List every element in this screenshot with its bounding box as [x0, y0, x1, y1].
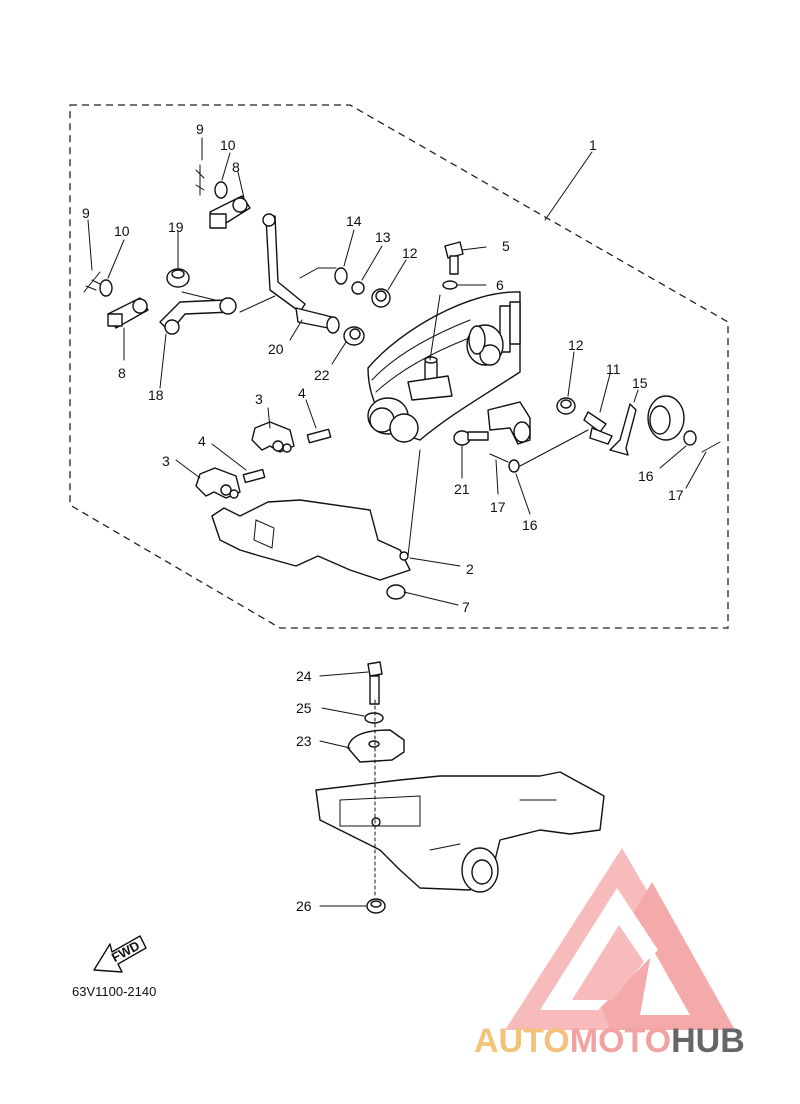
washer-10-upper	[214, 181, 228, 199]
callout-5: 5	[502, 238, 510, 254]
callout-11: 11	[606, 361, 621, 377]
callout-20: 20	[268, 341, 284, 357]
bushing-22	[343, 326, 365, 346]
callout-9-lower: 9	[82, 205, 90, 221]
callout-26: 26	[296, 898, 312, 914]
callout-15: 15	[632, 375, 648, 391]
clip-9-upper	[195, 164, 205, 196]
bolt-21	[453, 430, 489, 446]
callout-17-right: 17	[668, 487, 684, 503]
callout-24: 24	[296, 668, 312, 684]
callout-10-upper: 10	[220, 137, 236, 153]
callout-14: 14	[346, 213, 362, 229]
washer-16-left	[508, 459, 520, 473]
washer-14	[334, 267, 348, 285]
pin-4-lower	[242, 468, 266, 484]
callout-3-lower: 3	[162, 453, 170, 469]
callout-18: 18	[148, 387, 164, 403]
washer-25	[364, 712, 384, 724]
callout-2: 2	[466, 561, 474, 577]
callout-12-upper: 12	[402, 245, 418, 261]
callout-16-left: 16	[522, 517, 538, 533]
callout-22: 22	[314, 367, 330, 383]
watermark-moto: MOTO	[570, 1022, 671, 1060]
callout-9-upper: 9	[196, 121, 204, 137]
callout-16-right: 16	[638, 468, 654, 484]
assembly-boundary	[69, 104, 729, 629]
watermark-auto: AUTO	[474, 1022, 570, 1060]
watermark-hub: HUB	[671, 1022, 745, 1060]
link-rod-18	[159, 267, 337, 335]
callout-4-upper: 4	[298, 385, 306, 401]
callout-12-lower: 12	[568, 337, 584, 353]
swivel-bracket	[315, 771, 605, 893]
watermark-brand: AUTOMOTOHUB	[474, 1022, 745, 1060]
ball-joint-8-lower	[107, 297, 149, 329]
bolt-5	[444, 241, 464, 275]
callout-13: 13	[375, 229, 391, 245]
callout-17-left: 17	[490, 499, 506, 515]
callout-8-upper: 8	[232, 159, 240, 175]
throttle-drum	[647, 395, 685, 441]
rod-15	[609, 403, 637, 456]
callout-25: 25	[296, 700, 312, 716]
callout-labels: 1 2 3 3 4 4 5 6 7 8 8 9 9 10 10 11 12 12…	[82, 121, 684, 914]
fwd-arrow-icon	[93, 935, 147, 973]
bolt-24	[367, 661, 383, 705]
nut-7	[386, 584, 406, 600]
bushing-12-lower	[556, 397, 576, 415]
pin-17-left	[489, 453, 509, 463]
washer-6	[442, 280, 458, 290]
drawing-code: 63V1100-2140	[72, 984, 156, 999]
clip-9-lower	[83, 271, 101, 293]
callout-4-lower: 4	[198, 433, 206, 449]
pin-17-right	[701, 441, 721, 453]
cam-lever	[487, 401, 531, 445]
ball-joint-8-upper	[209, 195, 251, 229]
callout-1: 1	[589, 137, 597, 153]
callout-3-upper: 3	[255, 391, 263, 407]
bushing-12-upper	[371, 288, 391, 308]
callout-21: 21	[454, 481, 470, 497]
callout-19: 19	[168, 219, 184, 235]
carburetor-housing	[367, 291, 521, 443]
fwd-label: FWD	[109, 938, 142, 965]
callout-8-lower: 8	[118, 365, 126, 381]
watermark-logo	[505, 848, 735, 1030]
callout-6: 6	[496, 277, 504, 293]
nut-26	[366, 898, 386, 914]
link-11	[583, 411, 613, 445]
plate-2	[211, 499, 411, 581]
leader-lines	[87, 137, 707, 907]
callout-10-lower: 10	[114, 223, 130, 239]
pin-4-upper	[306, 428, 332, 444]
bracket-3-upper	[251, 421, 295, 453]
nut-13	[351, 281, 365, 295]
callout-7: 7	[462, 599, 470, 615]
bracket-3-lower	[195, 467, 241, 499]
throttle-link-arm	[262, 213, 340, 334]
bracket-23	[347, 729, 405, 763]
callout-23: 23	[296, 733, 312, 749]
washer-16-right	[683, 430, 697, 446]
washer-10-lower	[99, 279, 113, 297]
